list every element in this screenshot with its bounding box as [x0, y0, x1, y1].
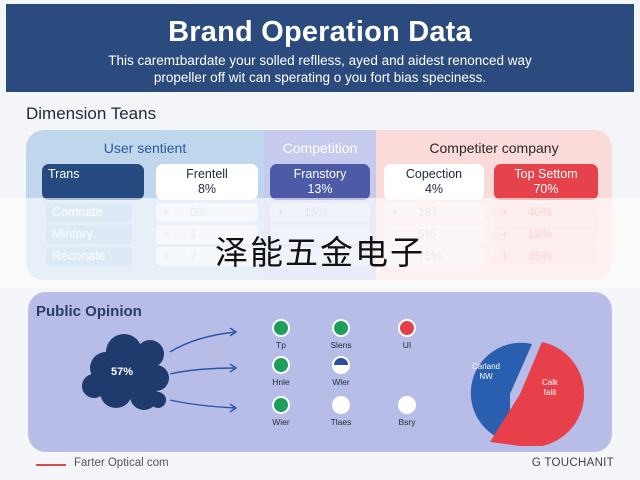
opinion-pie-chart-icon — [470, 342, 584, 446]
card-trans: Trans — [42, 164, 144, 200]
card-franstory: Franstory 13% — [270, 164, 370, 200]
watermark-text: 泽能五金电子 — [215, 233, 425, 272]
opinion-dot-label: Bsry — [398, 417, 416, 427]
card-label: Top Settom — [514, 167, 578, 181]
opinion-dot-label: Tp — [276, 340, 286, 350]
subtitle-line-2: propeller off wit can sperating o you fo… — [153, 70, 487, 85]
opinion-dot-icon — [272, 319, 290, 337]
opinion-dot-icon — [332, 356, 350, 374]
opinion-dot-label: Slens — [330, 340, 352, 350]
card-value: 8% — [197, 182, 217, 196]
opinion-dot-label: Wler — [332, 377, 350, 387]
opinion-dot-label: UI — [402, 340, 412, 350]
opinion-dot-label: Wier — [272, 417, 290, 427]
dimension-section-label: Dimension Teans — [26, 104, 157, 123]
footer-left-text: Farter Optical com — [74, 457, 169, 469]
opinion-dot-icon — [332, 319, 350, 337]
card-top-settom: Top Settom 70% — [494, 164, 598, 200]
opinion-dot-label: Hnle — [272, 377, 290, 387]
pie-blue-label: Carland NW — [471, 362, 500, 381]
opinion-dot-icon — [272, 356, 290, 374]
card-copection: Copection 4% — [384, 164, 484, 200]
opinion-dot-icon — [398, 319, 416, 337]
opinion-dot-icon — [272, 396, 290, 414]
opinion-cloud-icon — [82, 334, 169, 410]
page-subtitle: This caremɪbardate your solled reflless,… — [6, 52, 634, 86]
card-label: Frentell — [186, 167, 228, 181]
pie-red-label: Calk falit — [541, 378, 558, 397]
column-header-competition: Competition — [282, 140, 358, 156]
column-header-user: User sentient — [103, 140, 187, 156]
public-opinion-title: Public Opinion — [36, 303, 142, 320]
opinion-cloud-value: 57% — [110, 366, 134, 378]
subtitle-line-1: This caremɪbardate your solled reflless,… — [108, 53, 532, 68]
card-label: Trans — [48, 167, 80, 181]
card-frentell: Frentell 8% — [156, 164, 258, 200]
footer-accent-line — [36, 464, 66, 466]
card-value: 13% — [307, 182, 333, 196]
opinion-dot-icon — [398, 396, 416, 414]
footer-right-text: G TOUCHANIT — [531, 457, 614, 469]
opinion-dot-label: Tlaes — [330, 417, 352, 427]
page-title: Brand Operation Data — [168, 16, 472, 48]
opinion-dot-icon — [332, 396, 350, 414]
header-banner: Brand Operation Data This caremɪbardate … — [6, 4, 634, 92]
arrow-icons — [169, 327, 238, 413]
card-label: Copection — [405, 167, 463, 181]
column-header-competitor: Competiter company — [429, 140, 559, 156]
card-value: 4% — [424, 182, 444, 196]
card-label: Franstory — [293, 167, 347, 181]
card-value: 70% — [533, 182, 559, 196]
watermark-band — [0, 198, 640, 288]
